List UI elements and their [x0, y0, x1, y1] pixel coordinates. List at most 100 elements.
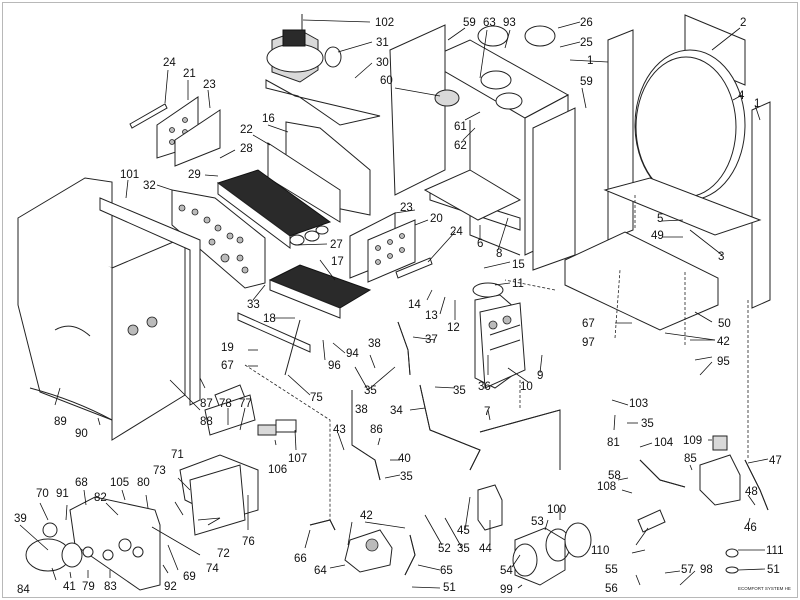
pump	[512, 522, 592, 586]
part-label: 38	[368, 338, 381, 350]
part-label: 71	[171, 449, 184, 461]
part-label: 20	[430, 213, 443, 225]
part-label: 41	[63, 581, 76, 593]
part-label: 72	[217, 548, 230, 560]
part-label: 56	[605, 583, 618, 595]
part-label: 51	[443, 582, 456, 594]
part-label: 13	[425, 310, 438, 322]
part-label: 61	[454, 121, 467, 133]
part-label: 75	[310, 392, 323, 404]
part-label: 18	[263, 313, 276, 325]
hydraulic-group	[637, 435, 741, 574]
part-label: 105	[110, 477, 129, 489]
primary-heat-unit	[472, 282, 526, 389]
part-label: 65	[440, 565, 453, 577]
part-label: 37	[425, 334, 438, 346]
part-label: 103	[629, 398, 648, 410]
part-label: 96	[328, 360, 341, 372]
part-label: 14	[408, 299, 421, 311]
part-label: 6	[477, 238, 483, 250]
gas-manifold	[237, 312, 311, 376]
part-label: 33	[247, 299, 260, 311]
burner	[268, 264, 372, 319]
part-label: 15	[512, 259, 525, 271]
part-label: 68	[75, 477, 88, 489]
part-label: 52	[438, 543, 451, 555]
part-label: 84	[17, 584, 30, 596]
diverter-valve	[477, 484, 503, 531]
part-label: 53	[531, 516, 544, 528]
part-label: 106	[268, 464, 287, 476]
front-chamber-panel	[171, 189, 266, 289]
part-label: 62	[454, 140, 467, 152]
part-label: 99	[500, 584, 513, 596]
part-label: 23	[400, 202, 413, 214]
part-label: 111	[766, 545, 783, 557]
part-label: 55	[605, 564, 618, 576]
part-label: 97	[582, 337, 595, 349]
part-label: 40	[398, 453, 411, 465]
part-label: 59	[580, 76, 593, 88]
part-label: 67	[582, 318, 595, 330]
part-label: 83	[104, 581, 117, 593]
part-label: 69	[183, 571, 196, 583]
combustion-chamber-panels	[267, 121, 371, 223]
part-label: 23	[203, 79, 216, 91]
part-label: 10	[520, 381, 533, 393]
part-label: 34	[390, 405, 403, 417]
rear-frame	[564, 14, 771, 331]
part-label: 35	[641, 418, 654, 430]
part-label: 26	[580, 17, 593, 29]
part-label: 44	[479, 543, 492, 555]
part-label: 42	[717, 336, 730, 348]
part-label: 24	[163, 57, 176, 69]
part-label: 27	[330, 239, 343, 251]
part-label: 82	[94, 492, 107, 504]
part-label: 80	[137, 477, 150, 489]
part-label: 36	[478, 381, 491, 393]
part-label: 66	[294, 553, 307, 565]
part-label: 63	[483, 17, 496, 29]
part-label: 3	[718, 251, 724, 263]
part-label: 59	[463, 17, 476, 29]
part-label: 35	[400, 471, 413, 483]
part-label: 24	[450, 226, 463, 238]
part-label: 60	[380, 75, 393, 87]
part-label: 17	[331, 256, 344, 268]
part-label: 89	[54, 416, 67, 428]
part-label: 47	[769, 455, 782, 467]
part-label: 12	[447, 322, 460, 334]
part-label: 101	[120, 169, 139, 181]
part-labels: 102 31 30 60 59 63 93 26 25 2 1 59 4 1 6…	[14, 17, 783, 596]
fan-assembly	[265, 14, 381, 126]
part-label: 7	[484, 406, 490, 418]
gas-valve	[344, 529, 393, 573]
part-label: 94	[346, 348, 359, 360]
part-label: 95	[717, 356, 730, 368]
part-label: 81	[607, 437, 620, 449]
part-label: 50	[718, 318, 731, 330]
part-label: 90	[75, 428, 88, 440]
part-label: 21	[183, 68, 196, 80]
part-label: 88	[200, 416, 213, 428]
part-label: 49	[651, 230, 664, 242]
part-label: 58	[608, 470, 621, 482]
part-label: 9	[537, 370, 543, 382]
part-label: 25	[580, 37, 593, 49]
control-panel-assembly	[25, 384, 297, 591]
part-label: 16	[262, 113, 275, 125]
part-label: 45	[457, 525, 470, 537]
part-label: 87	[200, 398, 213, 410]
part-label: 51	[767, 564, 780, 576]
leader-lines	[19, 19, 769, 589]
assembly-guide-lines	[244, 195, 749, 520]
part-label: 4	[738, 90, 745, 102]
part-label: 42	[360, 510, 373, 522]
part-label: 35	[457, 543, 470, 555]
part-label: 43	[333, 424, 346, 436]
part-label: 5	[657, 213, 663, 225]
part-label: 39	[14, 513, 27, 525]
part-label: 73	[153, 465, 166, 477]
part-label: 57	[681, 564, 694, 576]
